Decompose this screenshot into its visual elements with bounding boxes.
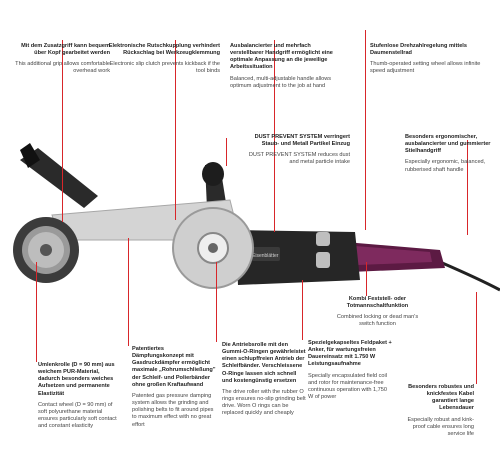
switch-lock: [316, 252, 330, 268]
callout-slip-clutch: Elektronische Rutschkupplung verhindert …: [108, 43, 220, 75]
callout-dust-prevent: DUST PREVENT SYSTEM verringert Staub- un…: [248, 134, 350, 166]
power-cable: [439, 260, 500, 292]
callout-speed-wheel: Stufenlose Drehzahlregelung mittels Daum…: [370, 43, 481, 75]
leader-line: [216, 262, 217, 342]
leader-line: [62, 40, 63, 222]
leader-line: [128, 238, 129, 346]
leader-line: [467, 140, 468, 235]
leader-line: [365, 30, 366, 230]
leader-line: [366, 262, 367, 296]
leader-line: [226, 138, 227, 166]
leader-line: [175, 40, 176, 220]
callout-drive-roller: Die Antriebsrolle mit den Gummi-O-Ringen…: [222, 342, 306, 417]
leader-line: [36, 262, 37, 362]
leader-line: [476, 292, 477, 384]
callout-contact-wheel: Umlenkrolle (D = 90 mm) aus weichem PUR-…: [38, 362, 117, 430]
brand-label: Eisenblätter: [252, 253, 279, 259]
callout-field-coil: Spezielgekapseltes Feldpaket + Anker, fü…: [308, 340, 392, 401]
callout-damping-concept: Patentiertes Dämpfungskonzept mit Gasdru…: [132, 346, 216, 428]
callout-shaft-handle: Besonders ergonomischer, ausbalancierter…: [405, 134, 491, 173]
callout-adjustable-handle: Ausbalancierter und mehrfach verstellbar…: [230, 43, 333, 89]
callout-lock-switch: Kombi Feststell- oder Totmannschaltfunkt…: [336, 296, 419, 328]
callout-cable: Besonders robustes und knickfestes Kabel…: [407, 384, 474, 437]
leader-line: [274, 40, 275, 232]
leader-line: [302, 280, 303, 340]
additional-grip: [20, 148, 98, 208]
speed-wheel: [316, 232, 330, 246]
callout-additional-grip: Mit dem Zusatzgriff kann bequem über Kop…: [15, 43, 110, 75]
